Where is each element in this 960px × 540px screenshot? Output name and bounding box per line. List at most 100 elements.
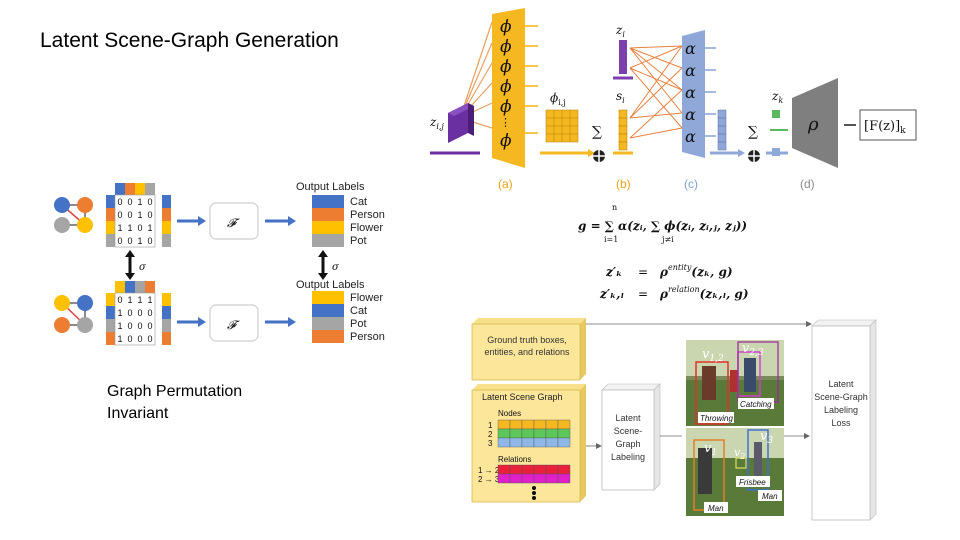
top-matrix-cell: 0 [118,197,123,207]
labeling-box-text: Latent Scene-Graph Labeling [610,413,646,462]
top-matrix-cell: 1 [138,210,143,220]
fan-lines-b [629,45,683,139]
sum-symbol-2: ∑ [748,124,758,140]
relation-label-2: 2 → 3 [478,475,500,484]
top-matrix-cell: 0 [118,236,123,246]
alpha-column [682,30,705,158]
ground-truth-text: Ground truth boxes, entities, and relati… [484,335,570,357]
node-row-cell [521,419,535,430]
equation-3-rhs: ρrelation(zₖ,ₗ, g) [659,285,749,301]
z-i-label: zi [615,23,625,39]
equation-3-eq: = [638,287,648,301]
alpha-symbol: α [685,61,696,80]
node-cat [54,197,70,213]
bottom-matrix-cell: 0 [128,321,133,331]
alpha-symbol: α [685,105,696,124]
bottom-matrix-cell: 0 [148,334,153,344]
bottom-matrix-cell: 0 [138,321,143,331]
node-number-2: 2 [488,430,493,439]
top-matrix-cell: 0 [128,210,133,220]
bottom-label-0: Flower [350,292,383,304]
node-row-cell [533,437,547,448]
bottom-matrix-cell: 0 [128,308,133,318]
z-ij-label: zi,j [429,115,444,131]
relation-row-cell [533,473,547,484]
loss-box: Latent Scene-Graph Labeling Loss [811,319,877,521]
node-number-3: 3 [488,439,493,448]
bottom-matrix-cell: 0 [148,308,153,318]
slide-title: Latent Scene-Graph Generation [40,29,339,52]
node-row-cell [509,428,523,439]
sigma-right: σ [332,262,340,273]
relation-row-cell [557,473,571,484]
top-matrix-cell: 1 [118,223,123,233]
relation-row-cell [545,464,559,475]
function-box-bottom [209,304,259,342]
phi-symbol: ϕ [500,37,512,57]
output-labels-title-top: Output Labels [296,181,365,193]
top-matrix-cell: 0 [118,210,123,220]
alpha-output-arrows [705,47,716,137]
bottom-matrix-cell: 1 [118,308,123,318]
bottom-matrix-cell: 1 [118,321,123,331]
relation-row-cell [545,473,559,484]
alpha-output-vector [717,109,727,151]
node-row-cell [545,437,559,448]
node-row-cell [533,419,547,430]
equations: g = ∑ α(zᵢ, ∑ ϕ(zᵢ, zᵢ,ⱼ, zⱼ)) n i=1 j≠i… [578,203,749,301]
sigma-left: σ [139,262,147,273]
photo-label-man-bottom: Man [708,504,724,513]
stage-label-b: (b) [616,177,631,191]
photo-label-throwing: Throwing [700,414,733,423]
z-i-vector [619,40,627,74]
top-matrix-cell: 1 [138,236,143,246]
node-row-cell [545,419,559,430]
top-matrix-cell: 0 [138,223,143,233]
top-matrix-cell: 0 [128,197,133,207]
equation-1-lower-inner: j≠i [661,235,674,244]
relations-label: Relations [498,455,531,464]
labeling-box: Latent Scene-Graph Labeling [601,383,661,491]
bottom-label-3: Person [350,331,385,343]
phi-output-arrows [525,25,538,134]
figure-caption: Graph Permutation Invariant [107,383,243,422]
photo-label-v3: v3 [760,429,773,446]
top-graph [54,197,93,233]
node-row-cell [509,419,523,430]
nodes-label: Nodes [498,409,521,418]
stage-label-a: (a) [498,177,513,191]
stage-label-d: (d) [800,177,815,191]
rho-symbol: ρ [807,114,819,135]
loss-box-text: Latent Scene-Graph Labeling Loss [814,379,868,428]
equation-3-lhs: z′ₖ,ₗ [599,287,624,301]
phi-symbol: ϕ [500,17,512,37]
photo-label-man-right: Man [762,492,778,501]
phi-ij-grid [545,109,579,143]
top-matrix-cell: 0 [148,236,153,246]
bottom-label-2: Pot [350,318,367,330]
phi-symbol: ϕ [500,97,512,117]
phi-dots: ⋮ [500,116,511,129]
node-row-cell [509,437,523,448]
relation-row-cell [557,464,571,475]
z-ij-tensor: zi,j [429,103,480,155]
relation-row-cell [509,473,523,484]
node-row-cell [497,419,511,430]
ground-truth-box: Ground truth boxes, entities, and relati… [471,318,586,381]
bottom-matrix-cell: 0 [148,321,153,331]
bottom-output-labels: Flower Cat Pot Person [312,291,385,343]
equation-1: g = ∑ α(zᵢ, ∑ ϕ(zᵢ, zᵢ,ⱼ, zⱼ)) [578,219,747,233]
node-row-cell [533,428,547,439]
photo-label-frisbee: Frisbee [739,478,766,487]
photo-label-v12: v1,2 [702,347,724,364]
phi-symbol: ϕ [500,131,512,151]
pipeline-diagram: Ground truth boxes, entities, and relati… [471,318,877,521]
top-matrix-cell: 0 [148,197,153,207]
bottom-graph [54,295,93,333]
phi-column [492,8,525,168]
top-output-labels: Cat Person Flower Pot [312,195,385,247]
equation-1-upper: n [612,203,617,212]
